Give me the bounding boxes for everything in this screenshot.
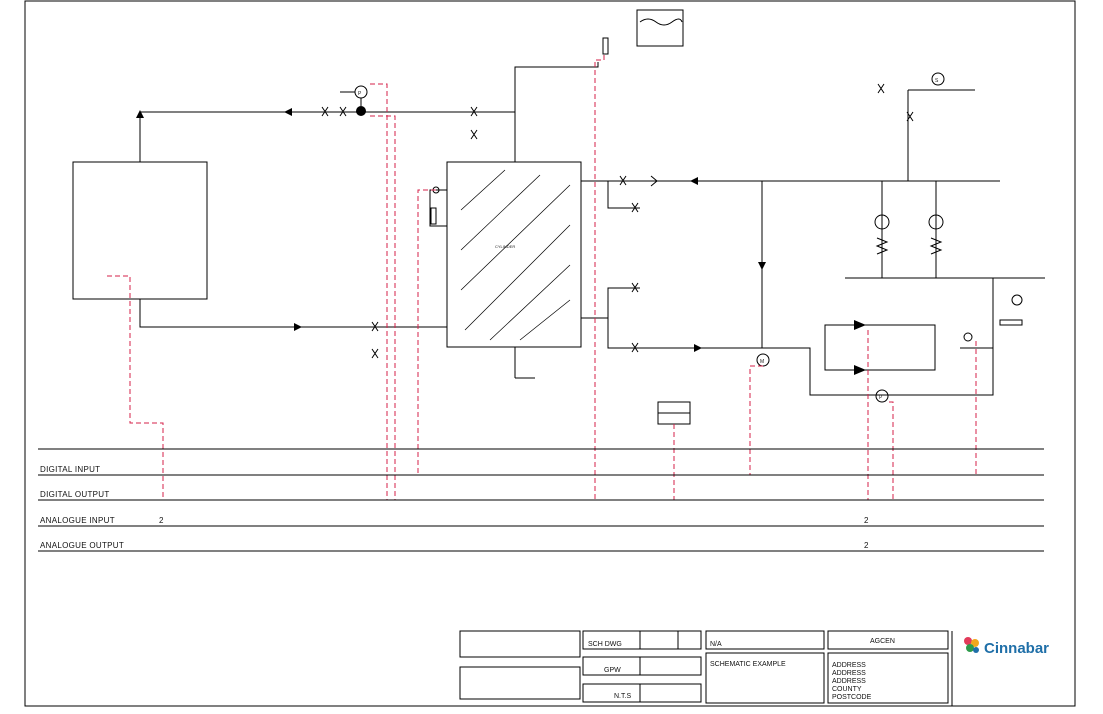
secondary-flow xyxy=(581,287,640,319)
pressure-gauge-icon xyxy=(875,389,889,403)
tank-return-pipe xyxy=(139,111,290,162)
pump-gauge-label: P xyxy=(879,395,883,401)
drawing-status: AGCEN xyxy=(870,638,895,645)
io-count: 2 xyxy=(159,516,164,525)
analogue-input-label: ANALOGUE INPUT xyxy=(40,516,115,525)
drawn-by: GPW xyxy=(604,667,621,674)
drawing-border xyxy=(24,0,1076,707)
digital-output-label: DIGITAL OUTPUT xyxy=(40,490,110,499)
thermostat-icon xyxy=(963,332,973,342)
flow-arrow xyxy=(694,344,702,352)
pump-icon xyxy=(854,320,866,330)
digital-input-label: DIGITAL INPUT xyxy=(40,465,100,474)
pump-icon xyxy=(356,106,366,116)
pump-lower xyxy=(824,348,936,371)
spring-icon xyxy=(875,237,889,255)
expansion-vessel xyxy=(636,9,684,47)
check-valve-icon xyxy=(650,175,658,187)
address-line: ADDRESS xyxy=(832,670,866,677)
sensor-icon xyxy=(931,72,945,86)
flow-arrow xyxy=(690,177,698,185)
drawing-number: SCH DWG xyxy=(588,641,622,648)
title-block xyxy=(459,630,953,706)
io-count: 2 xyxy=(864,541,869,550)
float-switch xyxy=(602,37,609,55)
address-line: COUNTY xyxy=(832,686,862,693)
tank-flow-pipe xyxy=(139,299,447,328)
pressure-relief-icon xyxy=(928,214,944,230)
company-name: Cinnabar xyxy=(984,640,1049,657)
flow-arrow xyxy=(284,108,292,116)
heat-exchanger xyxy=(446,161,582,348)
heat-exchanger-hatching xyxy=(460,169,571,341)
pump-loop xyxy=(762,347,994,396)
return-leg xyxy=(960,278,994,349)
motor-label: M xyxy=(760,359,764,365)
exchanger-tag: CYLINDER xyxy=(495,244,515,249)
pump-icon xyxy=(854,365,866,375)
drawing-title: SCHEMATIC EXAMPLE xyxy=(710,661,786,668)
riser-pipe xyxy=(514,62,599,112)
io-count: 2 xyxy=(864,516,869,525)
address-line: POSTCODE xyxy=(832,694,872,701)
pressure-gauge-label: P xyxy=(358,91,362,97)
flow-arrow xyxy=(294,323,302,331)
scale-value: N.T.S xyxy=(614,693,631,700)
sensor-probe xyxy=(999,319,1023,326)
address-line: ADDRESS xyxy=(832,662,866,669)
company-logo xyxy=(964,637,979,653)
spring-icon xyxy=(929,237,943,255)
pump-upper xyxy=(824,324,936,348)
valves xyxy=(321,83,914,359)
gauge-icon xyxy=(1011,294,1023,306)
pressure-relief-icon xyxy=(874,214,890,230)
branch-pipe xyxy=(607,181,640,209)
secondary-flow-pipe xyxy=(607,318,762,349)
analogue-output-label: ANALOGUE OUTPUT xyxy=(40,541,124,550)
sensor-pocket xyxy=(430,207,437,225)
io-rails xyxy=(38,448,1044,552)
sensor-label: S xyxy=(935,78,939,84)
address-line: ADDRESS xyxy=(832,678,866,685)
water-level xyxy=(639,18,683,26)
storage-tank xyxy=(72,161,208,300)
client-name: N/A xyxy=(710,641,722,648)
flow-arrow xyxy=(758,262,766,270)
flow-arrow xyxy=(136,110,144,118)
